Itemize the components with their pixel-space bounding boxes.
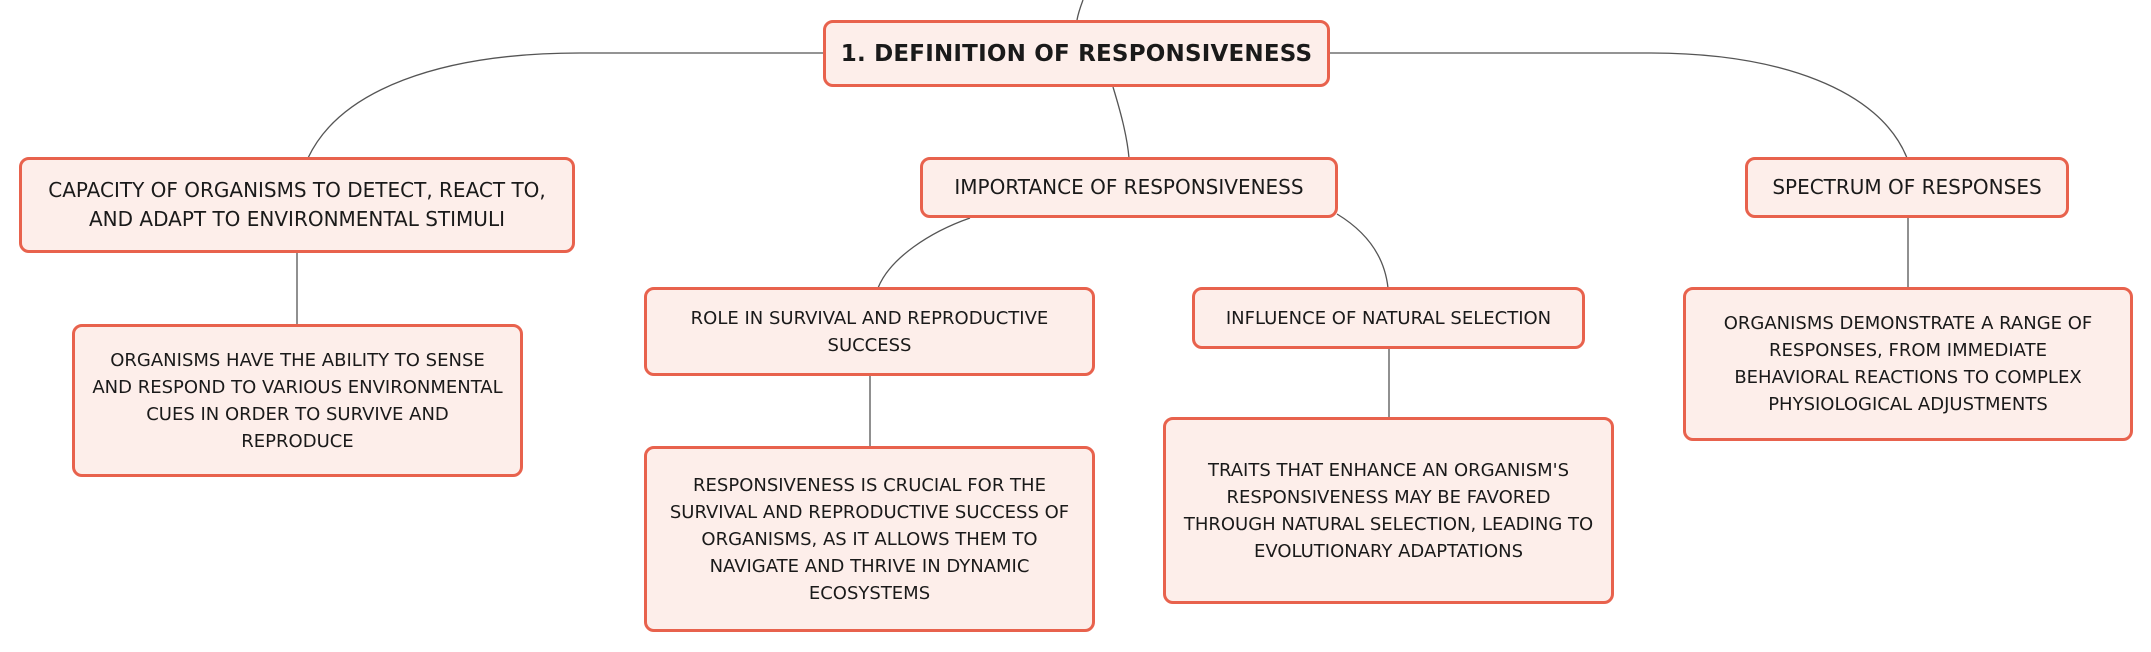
connector-importance-survival <box>877 217 971 289</box>
branch-node-spectrum[interactable]: SPECTRUM OF RESPONSES <box>1745 157 2069 218</box>
branch-node-label: IMPORTANCE OF RESPONSIVENESS <box>954 175 1304 199</box>
branch-node-importance[interactable]: IMPORTANCE OF RESPONSIVENESS <box>920 157 1338 218</box>
subbranch-node-label: INFLUENCE OF NATURAL SELECTION <box>1225 307 1552 329</box>
connector-incoming <box>1076 0 1084 21</box>
subbranch-node-survival[interactable]: ROLE IN SURVIVAL AND REPRODUCTIVE SUCCES… <box>644 287 1095 376</box>
connector-root-importance <box>1112 86 1130 159</box>
leaf-node-label: TRAITS THAT ENHANCE AN ORGANISM'S RESPON… <box>1183 459 1594 562</box>
root-node-label: 1. DEFINITION OF RESPONSIVENESS <box>840 40 1313 67</box>
branch-node-capacity[interactable]: CAPACITY OF ORGANISMS TO DETECT, REACT T… <box>19 157 575 253</box>
leaf-node-crucial[interactable]: RESPONSIVENESS IS CRUCIAL FOR THE SURVIV… <box>644 446 1095 632</box>
leaf-node-label: ORGANISMS HAVE THE ABILITY TO SENSE AND … <box>92 349 503 452</box>
connector-root-spectrum <box>1330 52 1908 159</box>
subbranch-node-label: ROLE IN SURVIVAL AND REPRODUCTIVE SUCCES… <box>690 307 1049 356</box>
leaf-node-label: ORGANISMS DEMONSTRATE A RANGE OF RESPONS… <box>1723 313 2093 415</box>
root-node-definition[interactable]: 1. DEFINITION OF RESPONSIVENESS <box>823 20 1330 87</box>
branch-node-label: CAPACITY OF ORGANISMS TO DETECT, REACT T… <box>48 178 546 231</box>
branch-node-label: SPECTRUM OF RESPONSES <box>1772 175 2042 199</box>
leaf-node-sense-respond[interactable]: ORGANISMS HAVE THE ABILITY TO SENSE AND … <box>72 324 523 477</box>
connector-importance-selection <box>1336 213 1389 289</box>
leaf-node-range-responses[interactable]: ORGANISMS DEMONSTRATE A RANGE OF RESPONS… <box>1683 287 2133 441</box>
leaf-node-traits[interactable]: TRAITS THAT ENHANCE AN ORGANISM'S RESPON… <box>1163 417 1614 604</box>
leaf-node-label: RESPONSIVENESS IS CRUCIAL FOR THE SURVIV… <box>669 474 1070 604</box>
connector-root-capacity <box>307 52 823 159</box>
subbranch-node-natural-selection[interactable]: INFLUENCE OF NATURAL SELECTION <box>1192 287 1585 349</box>
